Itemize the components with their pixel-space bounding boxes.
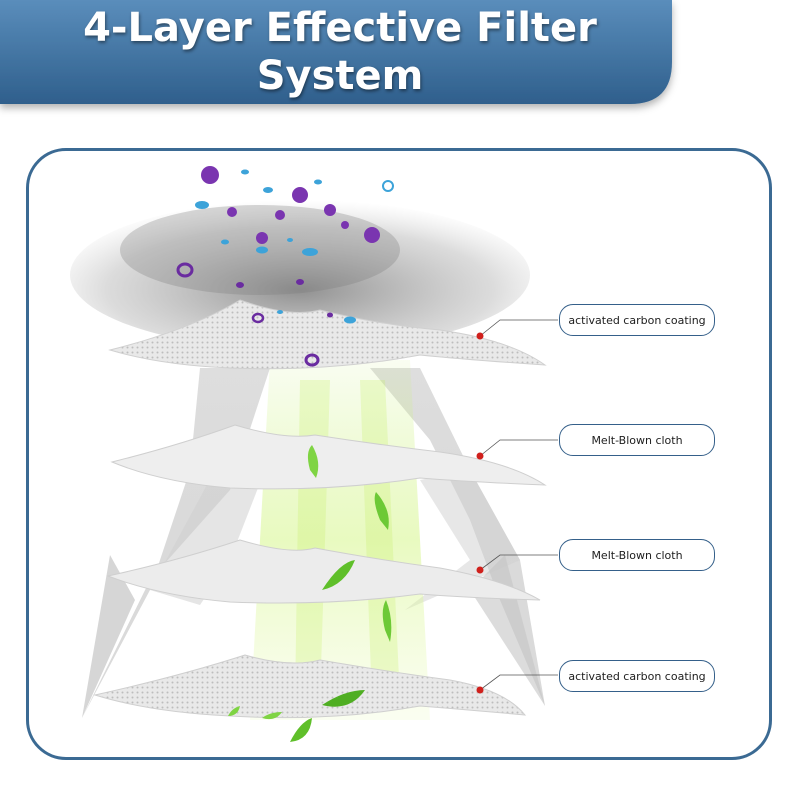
filter-layer-1 [108,299,547,370]
layer-4-label: activated carbon coating [559,660,715,692]
leader-lines [479,319,558,691]
marker-dot [476,452,484,460]
filter-layer-4 [93,654,527,719]
header-banner [0,0,672,104]
layer-3-label: Melt-Blown cloth [559,539,715,571]
layer-markers [476,332,484,694]
layer-2-label: Melt-Blown cloth [559,424,715,456]
filter-layer-2 [110,424,547,490]
layer-1-label: activated carbon coating [559,304,715,336]
pollutant-particles [176,166,394,367]
leaves [228,445,392,742]
filter-layer-3 [106,539,541,604]
marker-dot [476,686,484,694]
marker-dot [476,566,484,574]
marker-dot [476,332,484,340]
page-title: 4-Layer Effective Filter System [83,5,597,99]
